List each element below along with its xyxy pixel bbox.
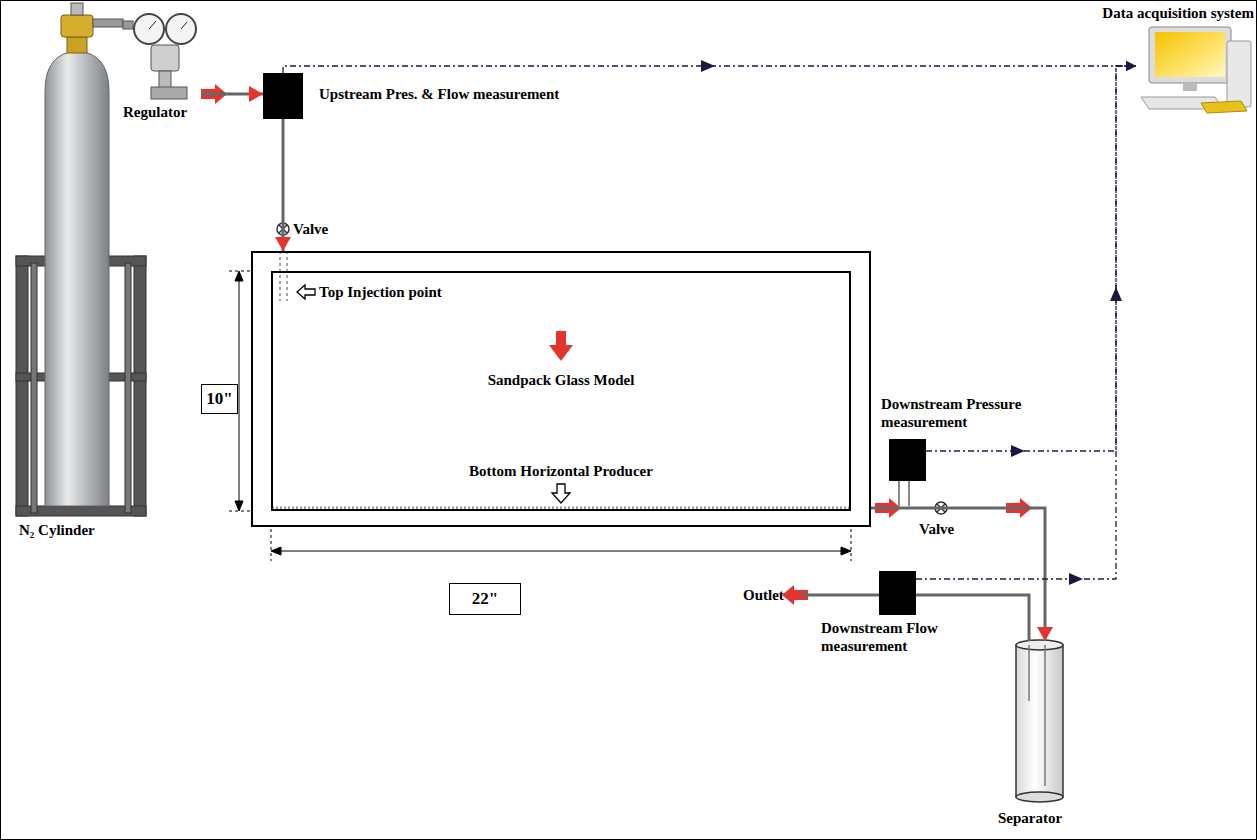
regulator-symbol — [123, 14, 196, 99]
point-label: Top Injection point — [319, 283, 442, 301]
flow-arrow — [201, 84, 1032, 605]
regulator-node: Regulator — [109, 1, 201, 125]
flow-pipe — [201, 86, 263, 102]
node-label: Downstream Pressure measurement — [881, 395, 1049, 431]
injection-tube — [280, 251, 287, 301]
dimension-label: 10" — [201, 384, 238, 414]
producer-label: Bottom Horizontal Producer — [469, 462, 653, 480]
dimension-label: 22" — [449, 583, 521, 615]
signal-line — [916, 61, 1136, 579]
measurement-box: Downstream Pressure measurement — [889, 439, 926, 481]
separator-vessel — [1016, 640, 1063, 802]
dimension-line — [229, 271, 851, 561]
computer-node: Data acquisition system — [1136, 25, 1256, 113]
valve-label: Valve — [293, 220, 328, 238]
node-label: Regulator — [109, 103, 201, 121]
valve-label: Valve — [919, 520, 954, 538]
node-label: Separator — [998, 809, 1062, 827]
outlet-label: Outlet — [743, 586, 784, 604]
computer-icon — [1141, 27, 1251, 113]
node-label: N₂ Cylinder — [19, 521, 95, 539]
node-label: Upstream Pres. & Flow measurement — [319, 85, 559, 103]
flow-pipe — [275, 119, 291, 251]
node-label: Downstream Flow measurement — [821, 619, 971, 655]
signal-line — [283, 61, 1136, 73]
signal-arrow — [701, 60, 1122, 585]
signal-line — [926, 61, 1136, 451]
pressure-tap — [899, 481, 909, 506]
n2-cylinder — [45, 3, 123, 506]
measurement-box: Upstream Pres. & Flow measurement — [263, 73, 303, 119]
node-label: Data acquisition system — [1102, 4, 1254, 22]
pointer-arrow — [297, 285, 315, 299]
cylinder-node: N₂ Cylinder — [13, 1, 153, 541]
pointer-arrow — [552, 484, 570, 503]
outlet-pipe — [801, 594, 879, 597]
measurement-box: Downstream Flow measurement — [879, 571, 916, 615]
valve-symbol — [277, 223, 947, 514]
node-label: Sandpack Glass Model — [253, 371, 869, 389]
separator-node: Separator — [1016, 641, 1063, 801]
